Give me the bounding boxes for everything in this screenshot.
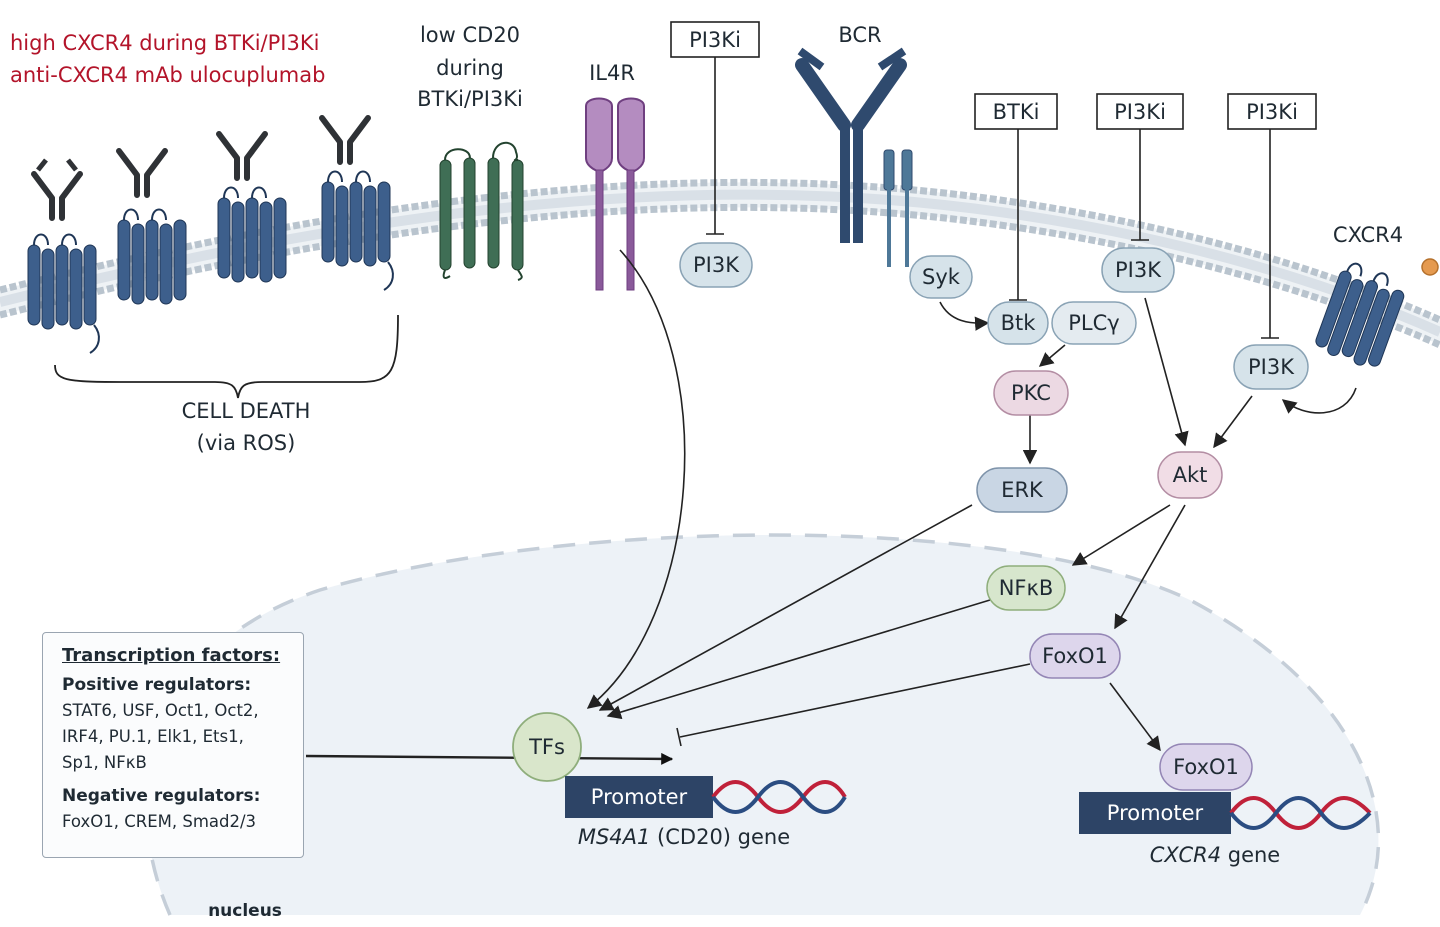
node-label: PI3K bbox=[693, 253, 740, 277]
tf-box-title: Transcription factors: bbox=[62, 645, 281, 666]
inhibitor-box-pi3ki-top: PI3Ki bbox=[670, 21, 760, 58]
promoter-label: Promoter bbox=[591, 785, 688, 809]
node-tfs: TFs bbox=[512, 712, 582, 782]
cell-death-sublabel: (via ROS) bbox=[197, 431, 296, 455]
il4r-receptor bbox=[585, 97, 645, 291]
cd20-label-line1: low CD20 bbox=[420, 23, 520, 47]
cd20-label-line2: during bbox=[436, 56, 504, 80]
bcr-receptor bbox=[795, 47, 913, 267]
activation-arrows bbox=[305, 249, 1357, 765]
transcription-factors-box: Transcription factors: Positive regulato… bbox=[42, 632, 304, 858]
cxcr4-gene-name: CXCR4 bbox=[1150, 843, 1221, 867]
antibody-3 bbox=[216, 131, 268, 181]
ms4a1-promoter: Promoter bbox=[565, 776, 713, 818]
nucleus-label: nucleus bbox=[208, 901, 282, 921]
node-label: NFκB bbox=[999, 576, 1054, 600]
inhibitor-label: BTKi bbox=[993, 100, 1040, 124]
inhibition-lines bbox=[706, 57, 1279, 339]
cxcr4-high-label: high CXCR4 during BTKi/PI3Ki bbox=[10, 31, 319, 55]
cxcr4-receptor-2 bbox=[117, 208, 187, 305]
cxcr4-promoter: Promoter bbox=[1079, 792, 1231, 834]
node-label: PI3K bbox=[1248, 355, 1295, 379]
ms4a1-gene-label: MS4A1 (CD20) gene bbox=[578, 825, 790, 849]
cxcr4-gene-suffix: gene bbox=[1221, 843, 1280, 867]
nucleus bbox=[144, 533, 1381, 916]
inhibitor-label: PI3Ki bbox=[1246, 100, 1298, 124]
node-btk: Btk bbox=[987, 301, 1049, 345]
il4r-label: IL4R bbox=[589, 61, 635, 85]
positive-regulators-line: IRF4, PU.1, Elk1, Ets1, bbox=[62, 727, 244, 746]
node-label: ERK bbox=[1001, 478, 1044, 502]
inhibitor-label: PI3Ki bbox=[1114, 100, 1166, 124]
node-akt: Akt bbox=[1157, 451, 1223, 499]
ms4a1-gene-suffix: (CD20) gene bbox=[650, 825, 790, 849]
node-nfkb: NFκB bbox=[986, 565, 1066, 611]
cxcr4-receptor-1 bbox=[27, 233, 100, 354]
positive-regulators-heading: Positive regulators: bbox=[62, 675, 252, 695]
cxcr4-gene-label: CXCR4 gene bbox=[1150, 843, 1280, 867]
bcr-label: BCR bbox=[838, 23, 881, 47]
negative-regulators-line: FoxO1, CREM, Smad2/3 bbox=[62, 812, 257, 831]
dna-helix-right bbox=[1229, 796, 1372, 830]
node-label: Akt bbox=[1173, 463, 1208, 487]
node-label: PI3K bbox=[1115, 258, 1162, 282]
cxcr4-receptor-group bbox=[27, 115, 394, 354]
ms4a1-gene-name: MS4A1 bbox=[578, 825, 651, 849]
promoter-label: Promoter bbox=[1107, 801, 1204, 825]
cxcr4-label: CXCR4 bbox=[1333, 223, 1403, 247]
cxcl12-ligand-icon bbox=[1421, 258, 1439, 276]
antibody-1 bbox=[31, 158, 83, 221]
cell-death-brace bbox=[54, 314, 399, 399]
negative-regulators-heading: Negative regulators: bbox=[62, 786, 261, 806]
node-label: Syk bbox=[922, 265, 961, 289]
node-label: Btk bbox=[1001, 311, 1037, 335]
dna-helix-left bbox=[711, 780, 847, 814]
node-erk: ERK bbox=[976, 467, 1068, 513]
node-label: PLCγ bbox=[1068, 311, 1119, 335]
node-label: PKC bbox=[1011, 381, 1051, 405]
cxcr4-receptor-right bbox=[1315, 262, 1405, 367]
node-label: TFs bbox=[528, 735, 565, 759]
ulocuplumab-label: anti-CXCR4 mAb ulocuplumab bbox=[10, 63, 325, 87]
inhibitor-box-btki: BTKi bbox=[974, 93, 1058, 130]
inhibitor-box-pi3ki-mid: PI3Ki bbox=[1096, 93, 1184, 130]
cxcr4-receptor-3 bbox=[217, 186, 287, 283]
node-label: FoxO1 bbox=[1173, 755, 1239, 779]
node-foxo1-nuclear: FoxO1 bbox=[1159, 743, 1253, 791]
antibody-2 bbox=[116, 148, 168, 198]
cd20-label-line3: BTKi/PI3Ki bbox=[417, 87, 523, 111]
node-foxo1: FoxO1 bbox=[1029, 633, 1121, 679]
node-pi3k-mid: PI3K bbox=[1101, 247, 1175, 293]
antibody-4 bbox=[319, 115, 371, 165]
cd20-protein bbox=[439, 142, 524, 281]
node-plcg: PLCγ bbox=[1051, 301, 1137, 345]
node-pkc: PKC bbox=[993, 370, 1069, 416]
node-syk: Syk bbox=[909, 255, 973, 299]
inhibitor-label: PI3Ki bbox=[689, 28, 741, 52]
positive-regulators-line: STAT6, USF, Oct1, Oct2, bbox=[62, 701, 259, 720]
node-pi3k-right: PI3K bbox=[1233, 344, 1309, 390]
cell-death-label: CELL DEATH bbox=[182, 399, 311, 423]
node-pi3k-left: PI3K bbox=[679, 242, 753, 288]
positive-regulators-line: Sp1, NFκB bbox=[62, 753, 147, 772]
cxcr4-receptor-4 bbox=[321, 170, 394, 291]
foxo1-inhibition-line bbox=[676, 663, 1031, 747]
inhibitor-box-pi3ki-right: PI3Ki bbox=[1227, 93, 1317, 130]
node-label: FoxO1 bbox=[1042, 644, 1108, 668]
